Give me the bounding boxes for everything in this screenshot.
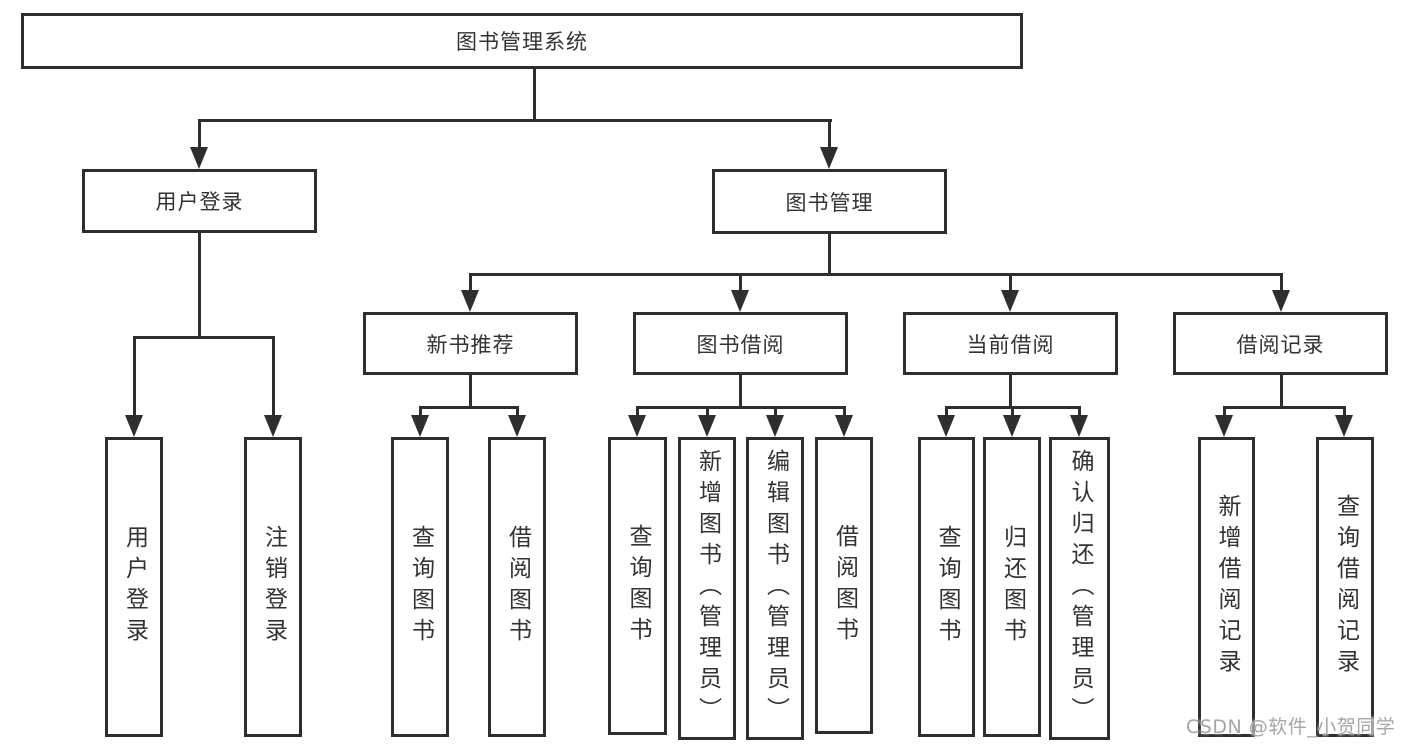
node-leaf-bb-add-books-admin: 新增图书（管理员） <box>678 437 736 740</box>
node-book-borrowing: 图书借阅 <box>633 312 848 375</box>
leaf-label: 编辑图书（管理员） <box>762 449 789 728</box>
connector-line <box>1224 406 1345 409</box>
leaf-label: 查询图书 <box>625 524 651 648</box>
connector-line <box>1009 375 1012 408</box>
connector-line <box>637 406 846 409</box>
arrowhead-down-icon <box>1003 415 1021 437</box>
leaf-label: 借阅图书 <box>831 523 858 648</box>
leaf-label: 用户登录 <box>121 525 148 649</box>
connector-line <box>198 119 201 151</box>
connector-line <box>420 406 519 409</box>
connector-line <box>470 273 1283 276</box>
leaf-label: 注销登录 <box>260 525 287 649</box>
csdn-watermark: CSDN @软件_小贺同学 <box>1186 716 1396 738</box>
leaf-label: 新增借阅记录 <box>1214 494 1240 680</box>
connector-line <box>1078 406 1081 418</box>
leaf-label: 查询图书 <box>934 525 960 649</box>
arrowhead-down-icon <box>628 415 646 437</box>
connector-line <box>199 119 832 122</box>
node-leaf-cb-return-books: 归还图书 <box>983 437 1041 737</box>
node-leaf-br-add-record: 新增借阅记录 <box>1198 437 1255 737</box>
connector-line <box>1280 273 1283 293</box>
node-new-book-recommend: 新书推荐 <box>363 312 578 375</box>
arrowhead-down-icon <box>1001 290 1019 312</box>
node-leaf-nb-borrow-books: 借阅图书 <box>488 437 546 737</box>
leaf-label: 归还图书 <box>999 525 1026 649</box>
arrowhead-down-icon <box>698 415 716 437</box>
node-leaf-bb-borrow-books: 借阅图书 <box>815 437 873 734</box>
connector-line <box>134 336 275 339</box>
node-leaf-user-login: 用户登录 <box>105 437 163 737</box>
connector-line <box>843 406 846 418</box>
arrowhead-down-icon <box>731 290 749 312</box>
node-leaf-cb-confirm-return-admin: 确认归还（管理员） <box>1049 437 1110 740</box>
arrowhead-down-icon <box>461 290 479 312</box>
connector-line <box>133 336 136 418</box>
node-current-borrowing: 当前借阅 <box>903 312 1118 375</box>
connector-line <box>945 406 948 418</box>
arrowhead-down-icon <box>190 147 208 169</box>
arrowhead-down-icon <box>264 415 282 437</box>
connector-line <box>469 375 472 408</box>
arrowhead-down-icon <box>1272 290 1290 312</box>
connector-line <box>469 273 472 293</box>
connector-line <box>198 233 201 338</box>
connector-line <box>516 406 519 418</box>
leaf-label: 确认归还（管理员） <box>1067 449 1093 728</box>
arrowhead-down-icon <box>766 415 784 437</box>
connector-line <box>419 406 422 418</box>
node-root-system: 图书管理系统 <box>21 13 1023 69</box>
leaf-label: 新增图书（管理员） <box>694 449 721 728</box>
node-leaf-bb-query-books: 查询图书 <box>608 437 667 735</box>
connector-line <box>533 69 536 121</box>
connector-line <box>1009 273 1012 293</box>
arrowhead-down-icon <box>125 415 143 437</box>
leaf-label: 借阅图书 <box>504 525 531 649</box>
connector-line <box>828 119 831 151</box>
node-leaf-logout: 注销登录 <box>244 437 302 737</box>
node-leaf-br-query-record: 查询借阅记录 <box>1316 437 1374 737</box>
connector-line <box>828 234 831 275</box>
connector-line <box>636 406 639 418</box>
leaf-label: 查询借阅记录 <box>1332 494 1359 680</box>
arrowhead-down-icon <box>937 415 955 437</box>
node-leaf-nb-query-books: 查询图书 <box>391 437 449 737</box>
arrowhead-down-icon <box>1335 415 1353 437</box>
connector-line <box>739 375 742 408</box>
arrowhead-down-icon <box>820 147 838 169</box>
arrowhead-down-icon <box>411 415 429 437</box>
arrowhead-down-icon <box>508 415 526 437</box>
node-leaf-bb-edit-books-admin: 编辑图书（管理员） <box>746 437 804 740</box>
connector-line <box>272 336 275 418</box>
connector-line <box>1223 406 1226 418</box>
connector-line <box>774 406 777 418</box>
node-book-management: 图书管理 <box>712 169 947 234</box>
node-user-login: 用户登录 <box>82 169 317 233</box>
arrowhead-down-icon <box>835 415 853 437</box>
node-leaf-cb-query-books: 查询图书 <box>918 437 975 737</box>
leaf-label: 查询图书 <box>407 525 434 649</box>
node-borrow-records: 借阅记录 <box>1173 312 1388 375</box>
connector-line <box>1011 406 1014 418</box>
arrowhead-down-icon <box>1215 415 1233 437</box>
connector-line <box>706 406 709 418</box>
arrowhead-down-icon <box>1070 415 1088 437</box>
connector-line <box>1343 406 1346 418</box>
connector-line <box>739 273 742 293</box>
connector-line <box>1280 375 1283 408</box>
